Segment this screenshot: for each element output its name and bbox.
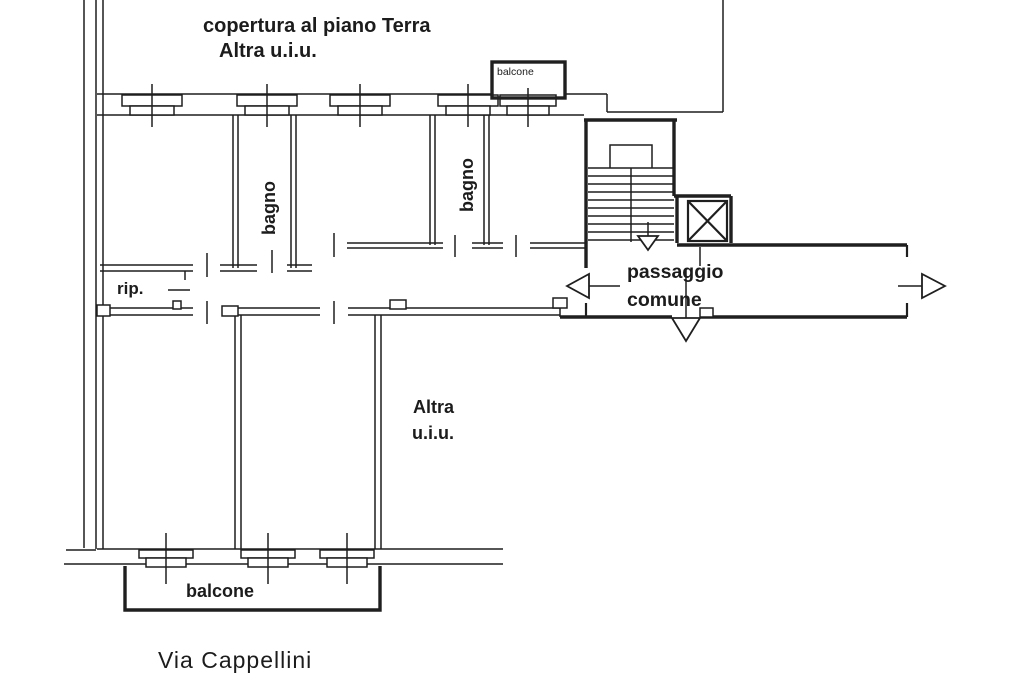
window-sill-icon <box>319 533 375 584</box>
label-coverage: copertura al piano Terra <box>203 15 431 37</box>
stairs-icon <box>584 118 677 268</box>
label-balcony-top: balcone <box>497 66 534 78</box>
stairs-down-arrow <box>636 235 660 252</box>
arrow-down-icon <box>670 268 702 343</box>
label-passage-1: passaggio <box>627 261 724 283</box>
label-storage: rip. <box>117 279 143 298</box>
arrow-left-icon <box>565 272 620 300</box>
balcony-bottom-outline <box>123 566 382 612</box>
balcony-top-outline <box>490 60 567 100</box>
window-sill-icon <box>240 533 296 584</box>
label-other-unit-mid-2: u.i.u. <box>412 423 454 443</box>
label-bathroom-left: bagno <box>259 181 279 235</box>
corridor-walls <box>552 243 909 319</box>
property-line <box>64 0 97 565</box>
bottom-wall-window-icons <box>138 533 375 584</box>
arrow-right-icon <box>898 272 947 300</box>
window-sill-icon <box>329 84 391 127</box>
interior-partition-walls <box>232 115 490 549</box>
hallway-south-wall <box>96 299 560 317</box>
window-sill-icon <box>236 84 298 127</box>
passage-arrows <box>565 268 947 343</box>
label-balcony-bottom: balcone <box>186 581 254 601</box>
label-passage-2: comune <box>627 289 702 311</box>
label-bathroom-right: bagno <box>457 158 477 212</box>
window-sill-icon <box>138 533 194 584</box>
label-street: Via Cappellini <box>158 647 312 673</box>
hallway-north-wall <box>100 242 586 272</box>
top-wall-window-icons <box>121 84 557 127</box>
window-sill-icon <box>499 88 557 127</box>
elevator-icon <box>674 194 733 266</box>
window-sill-icon <box>437 84 499 127</box>
door-opening-marks <box>168 233 517 324</box>
label-other-unit-top: Altra u.i.u. <box>219 40 317 62</box>
window-sill-icon <box>121 84 183 127</box>
label-other-unit-mid-1: Altra <box>413 397 455 417</box>
